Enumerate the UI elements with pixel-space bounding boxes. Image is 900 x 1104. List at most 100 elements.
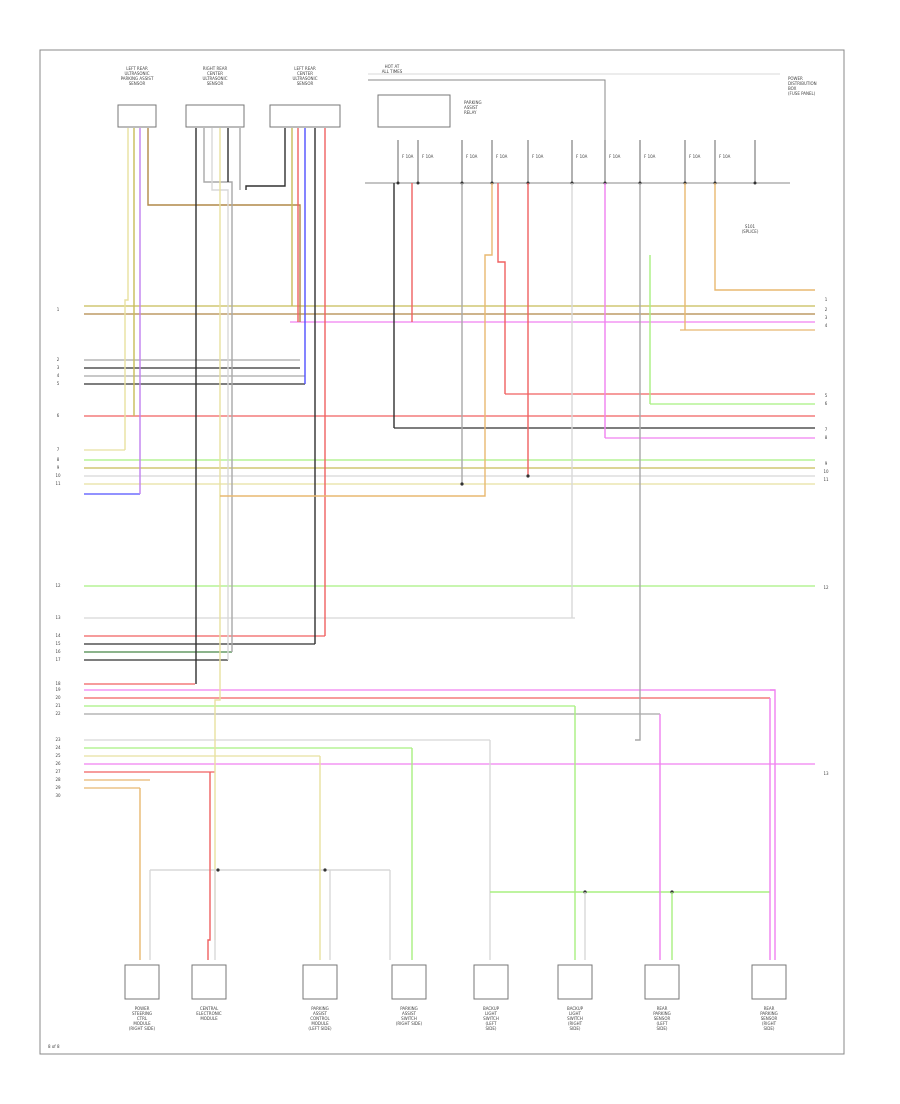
wire-rc-yellow bbox=[214, 128, 221, 940]
wire-lr-yellow bbox=[124, 128, 129, 450]
component-label: PARKING bbox=[400, 1006, 418, 1011]
left-pin-label: 28 bbox=[55, 777, 61, 782]
component-label: REAR bbox=[657, 1006, 668, 1011]
wire-fuse-gray-2 bbox=[635, 183, 641, 741]
component-label: REAR bbox=[764, 1006, 775, 1011]
top-right-label: DISTRIBUTION bbox=[788, 81, 817, 86]
component-label: (RIGHT SIDE) bbox=[129, 1026, 156, 1031]
right-pin-label: 5 bbox=[825, 393, 828, 398]
wire-lr-brown bbox=[147, 128, 301, 322]
left-pin-label: 3 bbox=[57, 365, 60, 370]
right-pin-label: 4 bbox=[825, 323, 828, 328]
component-label: ASSIST bbox=[313, 1011, 328, 1016]
fuse-dot bbox=[753, 181, 757, 185]
component-label: SIDE) bbox=[570, 1026, 581, 1031]
top-right-label: (FUSE PANEL) bbox=[788, 91, 816, 96]
fuse-label: F 10A bbox=[402, 154, 414, 159]
s-label: (SPLICE) bbox=[742, 229, 759, 234]
component-label: CENTER bbox=[207, 71, 223, 76]
component-label: SWITCH bbox=[483, 1016, 499, 1021]
fuse-label: F 10A bbox=[496, 154, 508, 159]
component-label: CTRL bbox=[137, 1016, 148, 1021]
component-label: LIGHT bbox=[485, 1011, 498, 1016]
component-label: (LEFT bbox=[486, 1021, 498, 1026]
component-label: CONTROL bbox=[310, 1016, 330, 1021]
wires bbox=[84, 73, 815, 960]
fuse-header-label: HOT AT bbox=[385, 64, 400, 69]
right-pin-label: 11 bbox=[823, 477, 829, 482]
left-pin-label: 5 bbox=[57, 381, 60, 386]
right-pin-label: 10 bbox=[823, 469, 829, 474]
left-pin-label: 10 bbox=[55, 473, 61, 478]
left-pin-label: 22 bbox=[55, 711, 61, 716]
wire-lrc-black bbox=[245, 128, 286, 190]
component-label: PARKING bbox=[653, 1011, 671, 1016]
components bbox=[117, 94, 787, 1000]
left-pin-label: 9 bbox=[57, 465, 60, 470]
fuse-dot bbox=[396, 181, 400, 185]
component-label: ULTRASONIC bbox=[124, 71, 149, 76]
component-label: ULTRASONIC bbox=[202, 76, 227, 81]
left-pin-label: 7 bbox=[57, 447, 60, 452]
fuse-label: F 10A bbox=[422, 154, 434, 159]
wire-fuse-tan bbox=[220, 183, 493, 497]
right-pin-label: 7 bbox=[825, 427, 828, 432]
left-pin-label: 8 bbox=[57, 457, 60, 462]
component-label: MODULE bbox=[311, 1021, 329, 1026]
left-pin-label: 20 bbox=[55, 695, 61, 700]
wire-b2-red bbox=[207, 772, 211, 960]
left-pin-label: 1 bbox=[57, 307, 60, 312]
right-pin-label: 13 bbox=[823, 771, 829, 776]
connector-box-b5 bbox=[473, 964, 509, 1000]
connector-box-lrc bbox=[269, 104, 341, 128]
left-pin-label: 11 bbox=[55, 481, 61, 486]
component-label: ASSIST bbox=[402, 1011, 417, 1016]
fuse-header-label: ALL TIMES bbox=[382, 69, 403, 74]
component-label: (LEFT SIDE) bbox=[308, 1026, 332, 1031]
component-label: CENTRAL bbox=[200, 1006, 219, 1011]
component-label: BACKUP bbox=[567, 1006, 584, 1011]
left-pin-label: 26 bbox=[55, 761, 61, 766]
left-pin-label: 6 bbox=[57, 413, 60, 418]
component-label: CENTER bbox=[297, 71, 313, 76]
connector-box-b4 bbox=[391, 964, 427, 1000]
component-label: SIDE) bbox=[657, 1026, 668, 1031]
s-label: S101 bbox=[745, 224, 756, 229]
top-right-label: BOX bbox=[788, 86, 797, 91]
splice-dot bbox=[323, 868, 327, 872]
left-pin-label: 29 bbox=[55, 785, 61, 790]
fuse-label: F 10A bbox=[532, 154, 544, 159]
fuse-label: F 10A bbox=[576, 154, 588, 159]
component-label: PARKING bbox=[311, 1006, 329, 1011]
component-label: ELECTRONIC bbox=[196, 1011, 222, 1016]
component-label: POWER bbox=[135, 1006, 150, 1011]
relay-label: PARKING bbox=[464, 100, 482, 105]
right-pin-label: 2 bbox=[825, 307, 828, 312]
right-pin-label: 9 bbox=[825, 461, 828, 466]
fuse-label: F 10A bbox=[689, 154, 701, 159]
component-label: SENSOR bbox=[207, 81, 224, 86]
component-label: SIDE) bbox=[764, 1026, 775, 1031]
left-pin-label: 27 bbox=[55, 769, 61, 774]
component-label: STEERING bbox=[132, 1011, 152, 1016]
left-pin-label: 16 bbox=[55, 649, 61, 654]
fuse-label: F 10A bbox=[719, 154, 731, 159]
splice-dot bbox=[216, 868, 220, 872]
left-pin-label: 18 bbox=[55, 681, 61, 686]
component-label: MODULE bbox=[133, 1021, 151, 1026]
left-pin-label: 4 bbox=[57, 373, 60, 378]
wire-rc-gray bbox=[203, 128, 233, 652]
left-pin-label: 14 bbox=[55, 633, 61, 638]
connector-box-b2 bbox=[191, 964, 227, 1000]
wire-fuse-red-2 bbox=[497, 183, 506, 394]
left-pin-label: 21 bbox=[55, 703, 61, 708]
right-pin-label: 3 bbox=[825, 315, 828, 320]
relay-label: RELAY bbox=[464, 110, 477, 115]
right-pin-label: 12 bbox=[823, 585, 829, 590]
component-label: SENSOR bbox=[654, 1016, 671, 1021]
component-label: SWITCH bbox=[567, 1016, 583, 1021]
left-pin-label: 23 bbox=[55, 737, 61, 742]
